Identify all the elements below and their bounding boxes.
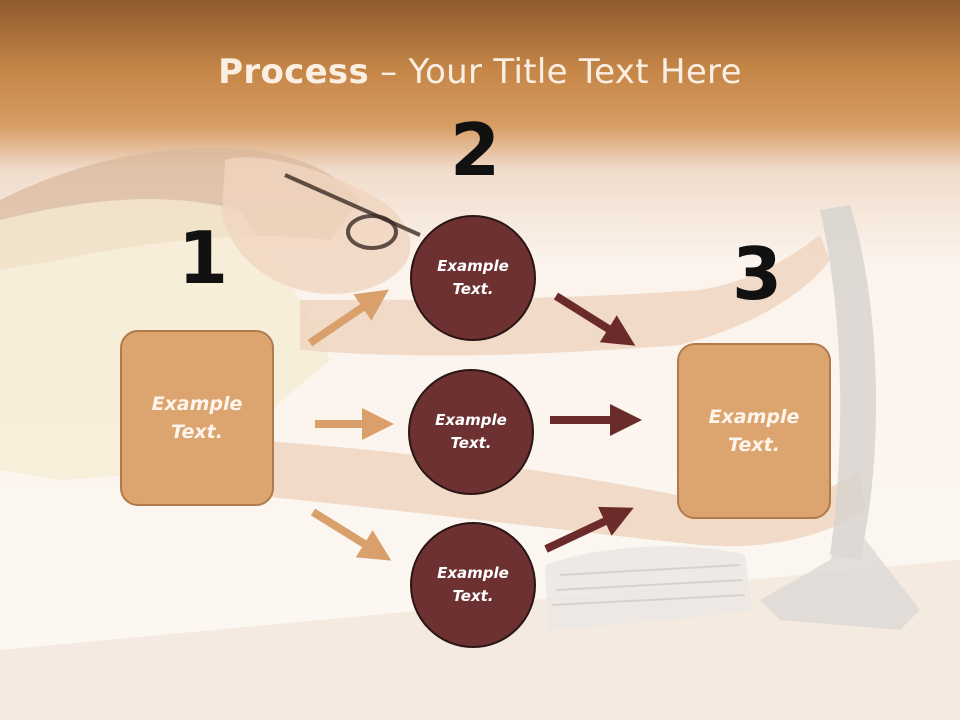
left-box-text: Example Text. (151, 392, 243, 444)
step-number-1: 1 (178, 216, 229, 300)
step-number-2: 2 (450, 108, 501, 192)
slide-title: Process – Your Title Text Here (0, 52, 960, 92)
circle-bottom[interactable]: Example Text. (410, 522, 536, 648)
left-box[interactable]: Example Text. (120, 330, 274, 506)
circle-top-text: Example Text. (437, 256, 509, 298)
circle-middle[interactable]: Example Text. (408, 369, 534, 495)
title-rest: – Your Title Text Here (369, 52, 742, 92)
circle-bottom-text: Example Text. (437, 563, 509, 605)
arrow-left-to-bottom (310, 508, 392, 561)
step-number-3: 3 (732, 232, 783, 316)
arrow-bottom-to-right (544, 506, 634, 553)
arrow-top-to-right (553, 292, 636, 346)
arrow-left-to-top (307, 289, 389, 347)
circle-middle-text: Example Text. (435, 410, 507, 452)
title-bold: Process (218, 52, 370, 92)
right-box-text: Example Text. (708, 405, 800, 457)
circle-top[interactable]: Example Text. (410, 215, 536, 341)
right-box[interactable]: Example Text. (677, 343, 831, 519)
